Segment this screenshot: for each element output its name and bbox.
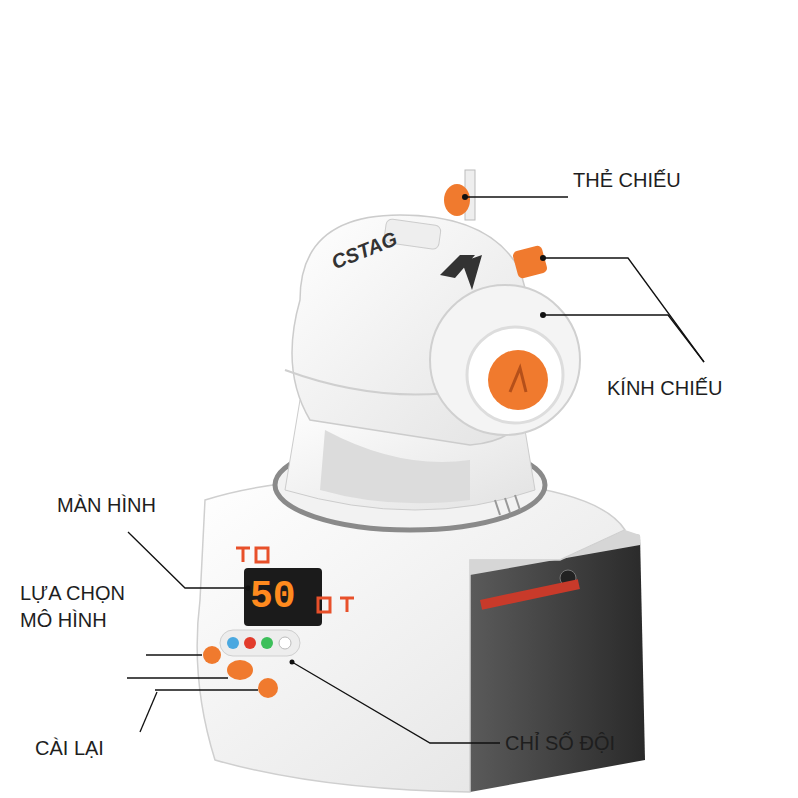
team-mark bbox=[236, 548, 268, 562]
base-edge bbox=[470, 530, 640, 575]
leader-lines bbox=[127, 197, 704, 743]
part-label: CÀI LẠI bbox=[35, 736, 104, 760]
part-label: KÍNH CHIẾU bbox=[607, 376, 723, 400]
part-label: CHỈ SỐ ĐỘI bbox=[505, 731, 615, 755]
lens-cap bbox=[488, 350, 548, 410]
leader-dots bbox=[246, 194, 547, 665]
red-stripe bbox=[480, 579, 580, 610]
focus-knob bbox=[512, 245, 548, 280]
led-panel bbox=[220, 630, 300, 656]
part-label: THẺ CHIẾU bbox=[573, 168, 681, 192]
button bbox=[227, 660, 253, 680]
lens-housing bbox=[430, 285, 580, 435]
part-label: MÀN HÌNH bbox=[57, 493, 156, 517]
lens-ring bbox=[467, 327, 563, 423]
button bbox=[258, 678, 278, 698]
part-label: LỰA CHỌN MÔ HÌNH bbox=[20, 580, 148, 634]
logo-mark bbox=[440, 255, 482, 290]
display-number: 50 bbox=[250, 574, 296, 620]
button bbox=[203, 646, 221, 664]
slide-knob bbox=[444, 184, 470, 216]
display bbox=[244, 568, 322, 626]
base-side bbox=[470, 520, 645, 792]
team-mark bbox=[318, 598, 354, 612]
